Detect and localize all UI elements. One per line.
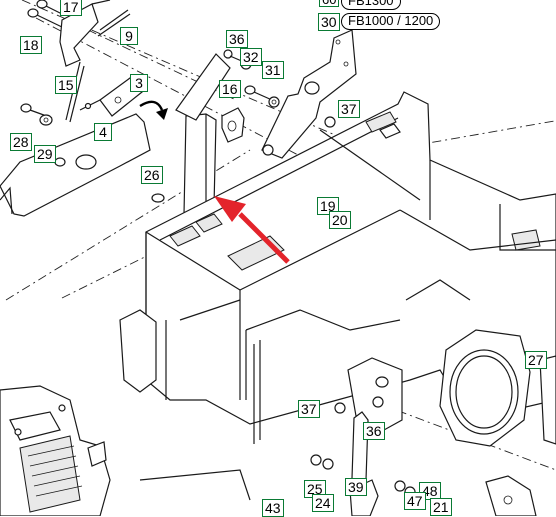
variant-label-fb1000-1200: FB1000 / 1200 <box>341 13 441 30</box>
callout-9: 9 <box>120 27 138 45</box>
callout-37-top: 37 <box>338 100 360 118</box>
callout-31: 31 <box>262 61 284 79</box>
callout-15: 15 <box>55 76 77 94</box>
callout-19: 19 <box>317 197 339 215</box>
callout-4: 4 <box>94 123 112 141</box>
callout-20: 20 <box>329 211 351 229</box>
housing-opening <box>439 329 531 447</box>
callout-36-top: 36 <box>226 30 248 48</box>
bracket-26 <box>151 53 231 215</box>
callout-29: 29 <box>34 145 56 163</box>
callout-28: 28 <box>10 133 32 151</box>
variant-label-top: 60 <box>319 0 340 7</box>
lower-left-machinery <box>0 385 251 516</box>
callout-16: 16 <box>219 80 241 98</box>
mid-bracket <box>334 357 403 487</box>
callout-24: 24 <box>312 494 334 512</box>
bushing-16 <box>221 107 245 143</box>
bolt-17 <box>36 0 63 15</box>
red-pointer-arrow <box>214 196 290 264</box>
lever-arm <box>59 0 111 123</box>
callout-3: 3 <box>130 74 148 92</box>
callout-37-mid: 37 <box>298 400 320 418</box>
callout-47: 47 <box>404 492 426 510</box>
washer-29 <box>39 114 53 126</box>
bolt-31 <box>244 85 280 108</box>
callout-21: 21 <box>430 498 452 516</box>
washers-24-25 <box>310 454 334 470</box>
variant-label-fb1300: FB1300 <box>341 0 401 10</box>
callout-39: 39 <box>345 478 367 496</box>
bolt-18 <box>27 8 65 29</box>
part-27 <box>539 355 556 445</box>
callout-17: 17 <box>60 0 82 16</box>
washer-37-top <box>324 116 336 128</box>
callout-43: 43 <box>262 499 284 517</box>
callout-18: 18 <box>20 36 42 54</box>
callout-32: 32 <box>240 48 262 66</box>
callout-36-mid: 36 <box>363 422 385 440</box>
plate-21 <box>485 475 537 516</box>
callout-30: 30 <box>318 13 340 31</box>
callout-27: 27 <box>525 351 547 369</box>
bracket-30 <box>261 29 357 159</box>
left-side-plate <box>0 113 151 217</box>
callout-26: 26 <box>141 166 163 184</box>
main-frame <box>119 91 556 444</box>
